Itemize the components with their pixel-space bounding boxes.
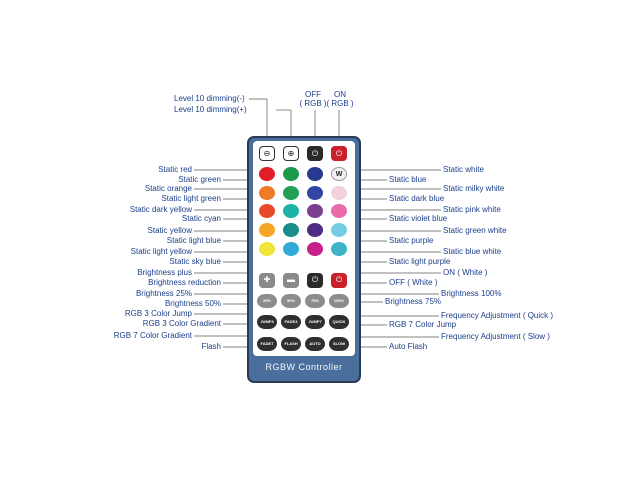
level-10-dimming-up-button[interactable]: ⊕ bbox=[283, 145, 299, 161]
color-button[interactable]: W bbox=[331, 167, 347, 181]
brightness-50-button[interactable]: 50% bbox=[281, 294, 301, 308]
color-button[interactable] bbox=[259, 167, 275, 181]
label-static-blue: Static blue bbox=[389, 175, 427, 184]
brightness-25-button[interactable]: 25% bbox=[257, 294, 277, 308]
color-button[interactable] bbox=[307, 223, 323, 237]
label-static-light-blue: Static light blue bbox=[166, 236, 221, 245]
label-static-dark-yellow: Static dark yellow bbox=[129, 205, 192, 214]
label-rgb3-jump: RGB 3 Color Jump bbox=[124, 309, 192, 318]
label-static-milky-white: Static milky white bbox=[443, 184, 505, 193]
white-on-button[interactable]: ⏻ bbox=[331, 272, 347, 288]
level-10-dimming-down-button[interactable]: ⊖ bbox=[259, 145, 275, 161]
label-static-violet-blue: Static violet blue bbox=[389, 214, 448, 223]
rgb-on-icon: ⏻ bbox=[335, 148, 343, 158]
mode-flash-button[interactable]: FLASH bbox=[281, 337, 301, 351]
label-static-dark-blue: Static dark blue bbox=[389, 194, 445, 203]
label-rgb3-gradient: RGB 3 Color Gradient bbox=[142, 319, 221, 328]
rgb-on-button[interactable]: ⏻ bbox=[331, 145, 347, 161]
color-button[interactable] bbox=[307, 204, 323, 218]
label-static-light-purple: Static light purple bbox=[389, 257, 451, 266]
label-off-rgb-2: ( RGB ) bbox=[299, 99, 327, 108]
label-static-pink-white: Static pink white bbox=[443, 205, 501, 214]
label-static-green-white: Static green white bbox=[443, 226, 507, 235]
color-button[interactable] bbox=[307, 186, 323, 200]
label-on-rgb-2: ( RGB ) bbox=[326, 99, 354, 108]
color-button[interactable] bbox=[283, 167, 299, 181]
brightness-plus-icon: ✚ bbox=[263, 274, 271, 284]
label-freq-slow: Frequency Adjustment ( Slow ) bbox=[441, 332, 550, 341]
label-rgb7-jump: RGB 7 Color Jump bbox=[389, 320, 457, 329]
level-10-dimming-down-icon: ⊖ bbox=[263, 148, 271, 158]
label-static-cyan: Static cyan bbox=[181, 214, 221, 223]
color-button[interactable] bbox=[259, 223, 275, 237]
color-button[interactable] bbox=[331, 242, 347, 256]
label-brightness-25: Brightness 25% bbox=[135, 289, 192, 298]
label-off-white: OFF ( White ) bbox=[389, 278, 438, 287]
label-static-green: Static green bbox=[178, 175, 221, 184]
mode-jump7-button[interactable]: JUMP7 bbox=[305, 315, 325, 329]
color-button[interactable] bbox=[283, 186, 299, 200]
label-static-light-green: Static light green bbox=[161, 194, 221, 203]
color-button[interactable] bbox=[331, 223, 347, 237]
color-button[interactable] bbox=[331, 204, 347, 218]
rgb-off-icon: ⏻ bbox=[311, 148, 319, 158]
color-button[interactable] bbox=[259, 186, 275, 200]
mode-quick-button[interactable]: QUICK bbox=[329, 315, 349, 329]
color-button[interactable] bbox=[283, 223, 299, 237]
brightness-75-button[interactable]: 75% bbox=[305, 294, 325, 308]
label-static-blue-white: Static blue white bbox=[443, 247, 502, 256]
label-static-purple: Static purple bbox=[389, 236, 434, 245]
label-brightness-plus: Brightness plus bbox=[137, 268, 192, 277]
color-button[interactable] bbox=[283, 242, 299, 256]
mode-jump3-button[interactable]: JUMP3 bbox=[257, 315, 277, 329]
color-button[interactable] bbox=[259, 204, 275, 218]
label-flash: Flash bbox=[201, 342, 221, 351]
level-10-dimming-up-icon: ⊕ bbox=[287, 148, 295, 158]
brightness-100-button[interactable]: 100% bbox=[329, 294, 349, 308]
mode-auto-button[interactable]: AUTO bbox=[305, 337, 325, 351]
label-static-white: Static white bbox=[443, 165, 484, 174]
label-rgb7-gradient: RGB 7 Color Gradient bbox=[113, 331, 192, 340]
label-freq-quick: Frequency Adjustment ( Quick ) bbox=[441, 311, 554, 320]
color-button[interactable] bbox=[283, 204, 299, 218]
w-label: W bbox=[335, 171, 343, 178]
label-static-yellow: Static yellow bbox=[147, 226, 192, 235]
label-brightness-100: Brightness 100% bbox=[441, 289, 502, 298]
brightness-reduction-button[interactable]: ▬ bbox=[283, 272, 299, 288]
mode-fade3-button[interactable]: FADE3 bbox=[281, 315, 301, 329]
mode-slow-button[interactable]: SLOW bbox=[329, 337, 349, 351]
label-static-sky-blue: Static sky blue bbox=[169, 257, 221, 266]
brand-label: RGBW Controller bbox=[265, 362, 343, 372]
label-off-rgb-1: OFF bbox=[305, 90, 321, 99]
white-on-icon: ⏻ bbox=[335, 274, 343, 284]
label-brightness-50: Brightness 50% bbox=[164, 299, 221, 308]
label-static-orange: Static orange bbox=[144, 184, 192, 193]
label-brightness-reduction: Brightness reduction bbox=[148, 278, 221, 287]
color-button[interactable] bbox=[259, 242, 275, 256]
rgb-off-button[interactable]: ⏻ bbox=[307, 145, 323, 161]
color-button[interactable] bbox=[307, 167, 323, 181]
brightness-reduction-icon: ▬ bbox=[287, 274, 295, 284]
label-static-light-yellow: Static light yellow bbox=[130, 247, 192, 256]
color-button[interactable] bbox=[307, 242, 323, 256]
label-on-rgb-1: ON bbox=[334, 90, 346, 99]
label-level-down: Level 10 dimming(-) bbox=[174, 94, 245, 103]
mode-fade7-button[interactable]: FADE7 bbox=[257, 337, 277, 351]
white-off-icon: ⏻ bbox=[311, 274, 319, 284]
color-button[interactable] bbox=[331, 186, 347, 200]
label-on-white: ON ( White ) bbox=[443, 268, 488, 277]
white-off-button[interactable]: ⏻ bbox=[307, 272, 323, 288]
label-static-red: Static red bbox=[158, 165, 192, 174]
label-auto-flash: Auto Flash bbox=[389, 342, 428, 351]
brightness-plus-button[interactable]: ✚ bbox=[259, 272, 275, 288]
label-level-up: Level 10 dimming(+) bbox=[174, 105, 247, 114]
label-brightness-75: Brightness 75% bbox=[385, 297, 442, 306]
